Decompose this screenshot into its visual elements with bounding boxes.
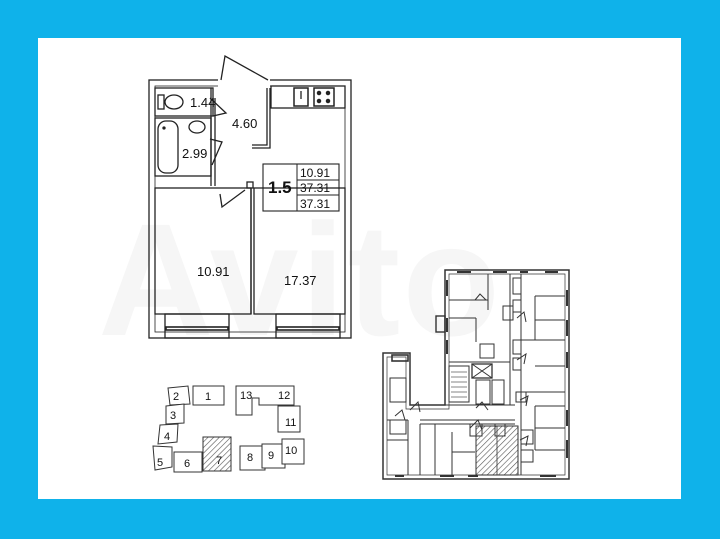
building-floor-plan <box>382 269 570 480</box>
section-8-label: 8 <box>247 452 253 464</box>
apartment-type: 1.5 <box>268 178 292 197</box>
section-1-label: 1 <box>205 391 211 403</box>
floor-plan-canvas: Avito <box>38 38 681 499</box>
room-area-bedroom: 10.91 <box>197 264 230 279</box>
section-5-label: 5 <box>157 457 163 469</box>
total-area-value: 37.31 <box>300 181 330 195</box>
section-11-label: 11 <box>285 417 296 429</box>
section-labels: 1 2 3 4 5 6 7 8 9 10 11 12 13 <box>157 390 297 470</box>
room-area-bathroom: 2.99 <box>182 146 207 161</box>
living-area-value: 10.91 <box>300 166 330 180</box>
site-plan <box>152 385 305 473</box>
section-9-label: 9 <box>268 450 274 462</box>
section-12-label: 12 <box>278 390 290 402</box>
room-area-hallway: 4.60 <box>232 116 257 131</box>
total-area-value-2: 37.31 <box>300 197 330 211</box>
room-area-kitchen-living: 17.37 <box>284 273 317 288</box>
section-7-label: 7 <box>216 455 222 467</box>
room-area-toilet: 1.44 <box>190 95 215 110</box>
section-2-label: 2 <box>173 391 179 403</box>
section-4-label: 4 <box>164 431 170 443</box>
section-13-label: 13 <box>240 390 252 402</box>
section-10-label: 10 <box>285 445 297 457</box>
section-6-label: 6 <box>184 458 190 470</box>
apartment-plan <box>148 54 352 339</box>
section-3-label: 3 <box>170 410 176 422</box>
plans-svg: 1.44 4.60 2.99 10.91 17.37 1.5 10.91 37.… <box>148 54 570 480</box>
